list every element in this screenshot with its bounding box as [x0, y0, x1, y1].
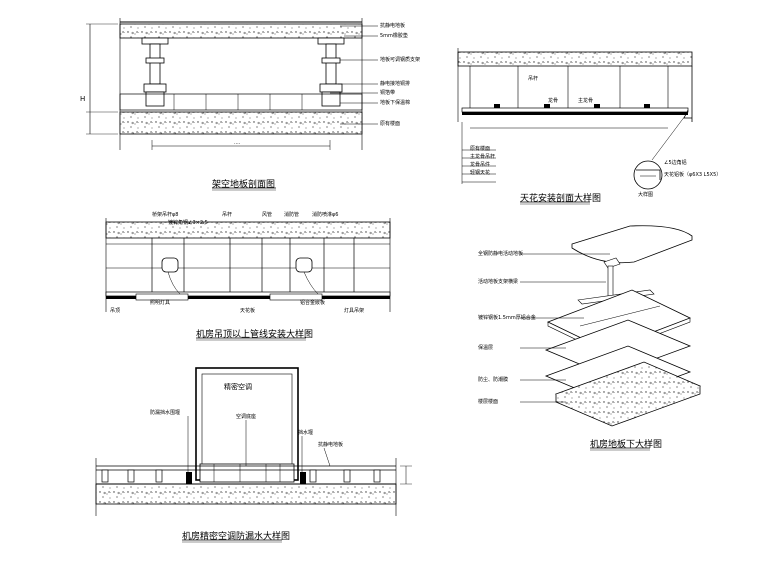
ceiling-title: 天花安装剖面大样图	[520, 194, 602, 204]
label-copper-bar: 静电接地铜排	[380, 81, 411, 87]
label-leak-dam: 防漏挡水围堰	[150, 410, 181, 416]
label-keel-rod: 主龙骨吊杆	[470, 154, 496, 160]
label-duct: 风管	[262, 212, 273, 218]
label-copper-foil: 铜箔带	[380, 90, 396, 96]
label-steel-floor: 全钢防静电活动地板	[478, 251, 524, 257]
label-rod: 吊杆	[222, 212, 233, 218]
label-antistatic-board: 抗静电地板	[380, 23, 406, 29]
label-tray-rod: 桥架吊杆φ8	[152, 212, 179, 218]
label-ceiling-board: 天花板	[240, 308, 256, 314]
label-galv-plate: 镀锌钢板1.5mm厚铝合金	[478, 315, 536, 321]
label-hanger-rod: 吊杆	[528, 76, 539, 82]
label-dust-film: 防尘、防潮膜	[478, 377, 509, 383]
label-pedestal: 地板可调钢质支架	[380, 57, 421, 63]
label-sprinkler: 消防喷淋φ6	[312, 212, 339, 218]
label-insulation-layer: 保温层	[478, 345, 494, 351]
ac-base-section	[95, 367, 412, 543]
ac-unit-label: 精密空调	[224, 383, 252, 391]
raised-floor-section	[86, 18, 378, 191]
label-keel: 龙骨	[548, 98, 559, 104]
label-angle-steel: 镀锌角钢∠3×2.5	[168, 220, 208, 226]
pipes-section	[105, 218, 391, 341]
pipes-title: 机房吊顶以上管线安装大样图	[196, 330, 314, 340]
label-light-fixture: 照明灯具	[150, 300, 171, 306]
label-floor-slab: 原有楼面	[380, 121, 401, 127]
dimension-h: H	[80, 95, 86, 103]
label-ceiling-panel: 天花铝板（φ6X3 L5X5）	[664, 172, 722, 178]
ac-base-title: 机房精密空调防漏水大样图	[182, 532, 291, 542]
label-alu-panel: 铝合金嵌板	[300, 300, 326, 306]
floor-exploded-view	[520, 225, 702, 451]
label-angle-aluminum: ∠5边角铝	[664, 160, 687, 166]
label-keel-hanger: 龙骨吊件	[470, 162, 491, 168]
label-floor-base: 楼层楼面	[478, 399, 499, 405]
label-detail-caption: 大样图	[638, 192, 654, 198]
label-fire-pipe: 消防管	[284, 212, 300, 218]
label-light-hanger: 灯具吊架	[344, 308, 365, 314]
label-antistatic-floor: 抗静电地板	[318, 442, 344, 448]
label-insulation: 地板下保温棉	[380, 100, 411, 106]
dimension-bottom: ....	[234, 140, 241, 146]
label-light-steel: 轻钢天花	[470, 170, 491, 176]
label-ceiling-slab: 原有楼面	[470, 146, 491, 152]
ceiling-section	[457, 48, 693, 205]
raised-floor-title: 架空地板剖面图	[212, 180, 276, 190]
label-ac-base: 空调底座	[236, 414, 257, 420]
label-main-keel: 主龙骨	[578, 98, 594, 104]
label-support-beam: 活动地板支架横梁	[478, 279, 519, 285]
label-water-dam: 挡水堰	[298, 430, 314, 436]
label-rubber-pad: 5mm橡胶垫	[380, 33, 408, 39]
floor-exploded-title: 机房地板下大样图	[590, 440, 663, 450]
label-ceiling: 吊顶	[110, 308, 121, 314]
